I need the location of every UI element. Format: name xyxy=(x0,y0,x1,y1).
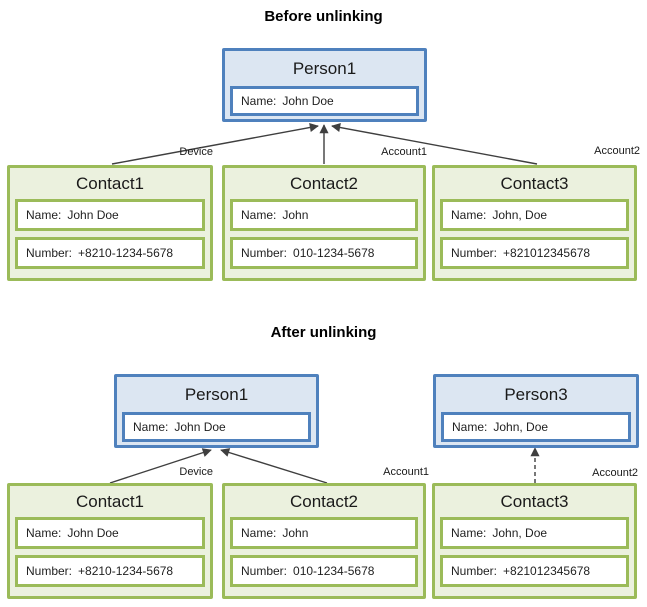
field-label: Number: xyxy=(26,246,73,260)
before-section-title: Before unlinking xyxy=(264,8,383,25)
field-value: John Doe xyxy=(174,420,226,434)
field-value: John, Doe xyxy=(492,526,548,540)
field-value: John xyxy=(282,208,309,222)
before-contact2-box: Contact2 Name: John Number: 010-1234-567… xyxy=(222,165,426,281)
field-label: Name: xyxy=(26,208,62,222)
field-label: Name: xyxy=(451,526,487,540)
field-value: John Doe xyxy=(67,526,119,540)
after-contact1-box: Contact1 Name: John Doe Number: +8210-12… xyxy=(7,483,213,599)
entity-title: Contact1 xyxy=(75,492,145,511)
name-field: Name: John Doe xyxy=(15,517,205,549)
after-account1-label: Account1 xyxy=(383,466,429,478)
entity-title: Contact3 xyxy=(500,492,569,511)
before-contact1-box: Contact1 Name: John Doe Number: +8210-12… xyxy=(7,165,213,281)
field-value: +8210-1234-5678 xyxy=(78,246,174,260)
after-contact2-box: Contact2 Name: John Number: 010-1234-567… xyxy=(222,483,426,599)
number-field: Number: 010-1234-5678 xyxy=(230,555,418,587)
field-label: Name: xyxy=(133,420,169,434)
entity-title: Contact2 xyxy=(289,174,359,193)
after-contact3-box: Contact3 Name: John, Doe Number: +821012… xyxy=(432,483,637,599)
number-field: Number: +821012345678 xyxy=(440,237,629,269)
name-field: Name: John Doe xyxy=(15,199,205,231)
before-contact3-person1-connector xyxy=(331,123,538,165)
field-label: Name: xyxy=(26,526,62,540)
after-section-title: After unlinking xyxy=(270,324,377,341)
field-label: Name: xyxy=(451,208,487,222)
field-label: Name: xyxy=(241,526,277,540)
field-value: 010-1234-5678 xyxy=(293,564,375,578)
entity-title: Person1 xyxy=(292,59,357,78)
after-contact2-person1-connector xyxy=(220,448,328,484)
after-account2-label: Account2 xyxy=(592,467,638,479)
after-device-label: Device xyxy=(179,466,213,478)
number-field: Number: +821012345678 xyxy=(440,555,629,587)
field-value: 010-1234-5678 xyxy=(293,246,375,260)
field-label: Number: xyxy=(451,564,498,578)
entity-title: Contact2 xyxy=(289,492,359,511)
name-field: Name: John xyxy=(230,199,418,231)
before-account1-label: Account1 xyxy=(381,146,427,158)
after-person1-box: Person1 Name: John Doe xyxy=(114,374,319,448)
field-label: Number: xyxy=(451,246,498,260)
field-value: John Doe xyxy=(67,208,119,222)
entity-title: Person3 xyxy=(504,385,568,404)
entity-title: Contact1 xyxy=(75,174,145,193)
before-contact1-person1-connector xyxy=(111,123,319,165)
field-label: Name: xyxy=(452,420,488,434)
field-value: +821012345678 xyxy=(503,246,591,260)
field-label: Number: xyxy=(26,564,73,578)
entity-title: Person1 xyxy=(184,385,249,404)
field-value: John, Doe xyxy=(492,208,548,222)
name-field: Name: John Doe xyxy=(122,412,311,442)
name-field: Name: John xyxy=(230,517,418,549)
before-person1-box: Person1 Name: John Doe xyxy=(222,48,427,122)
number-field: Number: +8210-1234-5678 xyxy=(15,237,205,269)
field-value: John, Doe xyxy=(493,420,549,434)
before-account2-label: Account2 xyxy=(594,145,640,157)
field-value: John xyxy=(282,526,309,540)
number-field: Number: 010-1234-5678 xyxy=(230,237,418,269)
before-contact3-box: Contact3 Name: John, Doe Number: +821012… xyxy=(432,165,637,281)
field-label: Number: xyxy=(241,246,288,260)
field-value: John Doe xyxy=(282,94,334,108)
name-field: Name: John, Doe xyxy=(440,199,629,231)
entity-title: Contact3 xyxy=(500,174,569,193)
name-field: Name: John Doe xyxy=(230,86,419,116)
after-person3-box: Person3 Name: John, Doe xyxy=(433,374,639,448)
name-field: Name: John, Doe xyxy=(440,517,629,549)
field-value: +821012345678 xyxy=(503,564,591,578)
field-label: Name: xyxy=(241,208,277,222)
name-field: Name: John, Doe xyxy=(441,412,631,442)
field-label: Name: xyxy=(241,94,277,108)
field-value: +8210-1234-5678 xyxy=(78,564,174,578)
number-field: Number: +8210-1234-5678 xyxy=(15,555,205,587)
before-device-label: Device xyxy=(179,146,213,158)
field-label: Number: xyxy=(241,564,288,578)
